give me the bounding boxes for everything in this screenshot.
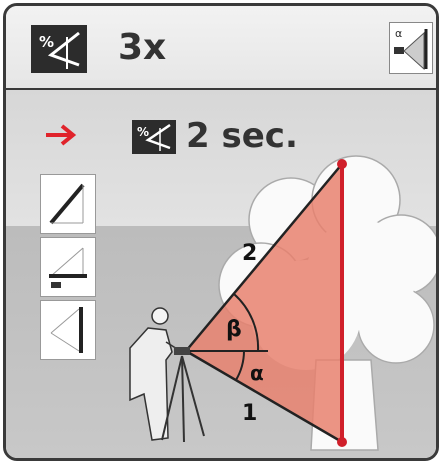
- measurement-scene: 2 1 β α % 2 sec.: [6, 90, 436, 458]
- alpha-measure-icon[interactable]: α: [389, 22, 433, 74]
- svg-text:α: α: [395, 27, 402, 40]
- svg-text:%: %: [39, 33, 54, 51]
- label-1: 1: [242, 401, 257, 426]
- hypotenuse-triangle-icon[interactable]: [40, 174, 96, 234]
- angle-beta: β: [226, 317, 242, 342]
- screen-frame: % 3x α: [3, 3, 439, 461]
- alpha-arc: [235, 350, 245, 381]
- angle-triangle-icon[interactable]: [40, 237, 96, 297]
- angle-alpha: α: [250, 361, 264, 385]
- beta-arc: [233, 293, 260, 352]
- person-with-tripod: [129, 307, 205, 443]
- svg-text:%: %: [137, 125, 149, 139]
- header-bar: % 3x α: [6, 6, 436, 90]
- top-point: [337, 159, 347, 169]
- right-arrow-icon: [44, 123, 78, 147]
- percent-triangle-icon: %: [132, 120, 176, 154]
- percent-triangle-icon[interactable]: %: [31, 25, 87, 73]
- multiplier-label: 3x: [118, 27, 167, 68]
- label-2: 2: [242, 241, 257, 266]
- height-triangle-icon[interactable]: [40, 300, 96, 360]
- timer-label: 2 sec.: [186, 116, 298, 156]
- bottom-point: [337, 437, 347, 447]
- line-2: [185, 163, 343, 352]
- line-1: [185, 349, 343, 444]
- measurement-diagram: 2 1 β α: [129, 155, 436, 451]
